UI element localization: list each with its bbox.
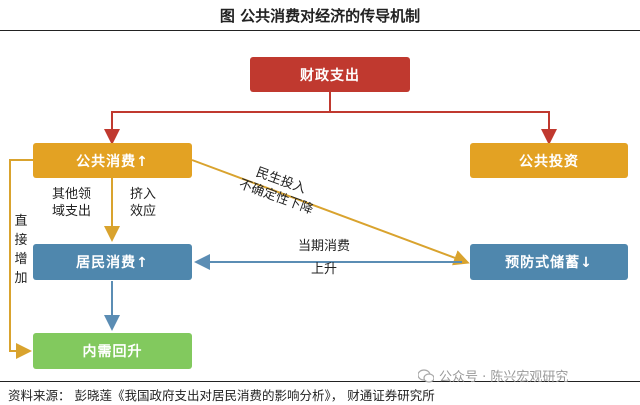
node-domestic-demand-label: 内需回升 bbox=[82, 344, 143, 360]
arrow-livelihood bbox=[191, 159, 470, 266]
node-domestic-demand: 内需回升 bbox=[33, 333, 192, 369]
node-fiscal-spending-label: 财政支出 bbox=[300, 67, 360, 84]
label-other-areas-line2: 域支出 bbox=[52, 204, 92, 219]
label-crowd-in-line2: 效应 bbox=[130, 204, 157, 219]
arrow-direct-increase bbox=[9, 159, 33, 359]
label-crowd-in-line1: 挤入 bbox=[130, 187, 157, 202]
label-current-consumption: 当期消费 上升 bbox=[298, 238, 350, 278]
label-other-areas: 其他领 域支出 bbox=[52, 186, 91, 220]
node-precautionary-saving: 预防式储蓄↓ bbox=[470, 244, 628, 280]
node-fiscal-spending: 财政支出 bbox=[250, 57, 410, 92]
node-public-investment-label: 公共投资 bbox=[519, 153, 579, 170]
wechat-icon bbox=[417, 368, 435, 383]
figure-title: 图 公共消费对经济的传导机制 bbox=[219, 7, 421, 25]
label-crowd-in: 挤入 效应 bbox=[130, 186, 156, 220]
label-other-areas-line1: 其他领 bbox=[52, 187, 92, 202]
node-household-consumption-label: 居民消费↑ bbox=[76, 255, 149, 271]
watermark-text: 公众号 · 陈兴宏观研究 bbox=[439, 370, 569, 385]
node-public-consumption-label: 公共消费↑ bbox=[76, 153, 149, 170]
node-household-consumption: 居民消费↑ bbox=[33, 244, 192, 280]
arrow-fiscal-split bbox=[111, 111, 550, 140]
label-current-consumption-line1: 当期消费 bbox=[298, 239, 351, 254]
node-precautionary-saving-label: 预防式储蓄↓ bbox=[505, 255, 593, 271]
top-rule bbox=[0, 30, 640, 31]
node-public-consumption: 公共消费↑ bbox=[33, 143, 192, 178]
label-current-consumption-line2: 上升 bbox=[311, 262, 338, 277]
label-direct-increase: 直接增加 bbox=[14, 214, 28, 286]
node-public-investment: 公共投资 bbox=[470, 143, 628, 178]
watermark: 公众号 · 陈兴宏观研究 bbox=[417, 366, 569, 385]
bottom-rule bbox=[0, 381, 640, 382]
source-note: 资料来源： 彭晓莲《我国政府支出对居民消费的影响分析》， 财通证券研究所 bbox=[8, 388, 435, 403]
